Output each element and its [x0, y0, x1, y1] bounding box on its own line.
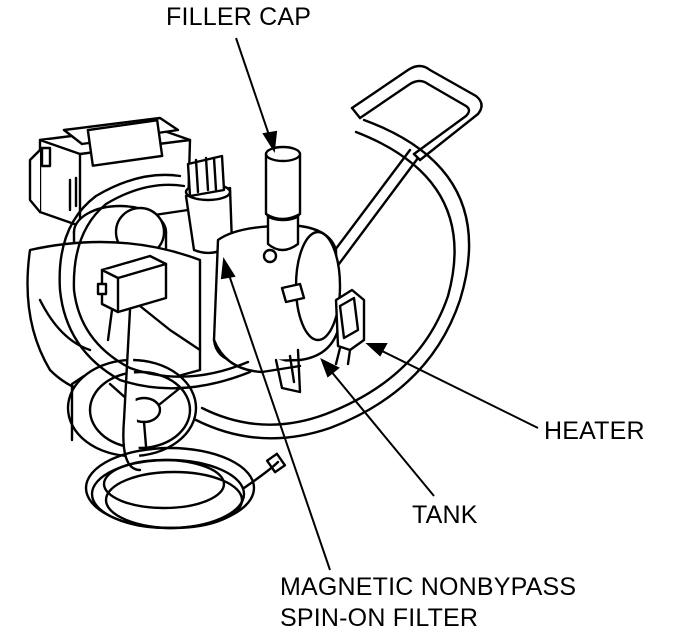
filter-label-line1: MAGNETIC NONBYPASS: [280, 573, 577, 601]
tank-label: TANK: [412, 501, 478, 529]
heater-label: HEATER: [544, 417, 645, 445]
filler-cap-label: FILLER CAP: [166, 3, 312, 31]
junction-box: [96, 254, 202, 472]
filler-cap: [264, 145, 302, 252]
filler-cap-leader: [235, 37, 278, 153]
filter-hose: [58, 173, 252, 390]
tank-leader: [320, 357, 435, 497]
tank-stand: [274, 348, 302, 394]
tank: [212, 224, 342, 374]
return-hose-loop: [194, 118, 471, 440]
power-cord-coil: [84, 446, 287, 530]
filter-hose-inner: [72, 183, 250, 378]
motor-pump-unit: [28, 116, 192, 228]
filter-label-line2: SPIN-ON FILTER: [280, 604, 479, 632]
heater-leader: [365, 343, 539, 429]
filter-label: MAGNETIC NONBYPASS SPIN-ON FILTER: [280, 572, 576, 634]
heater: [334, 288, 366, 366]
filter-leader: [220, 257, 331, 571]
